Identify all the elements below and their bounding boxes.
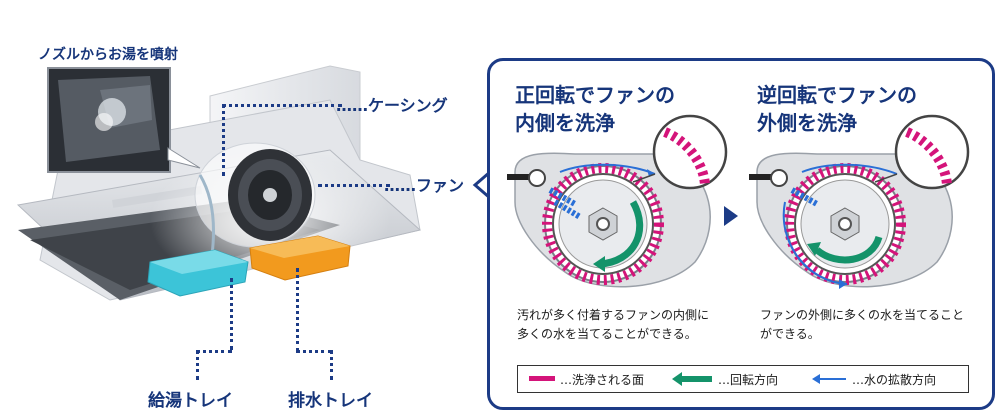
reverse-desc-line1: ファンの外側に多くの水を当てること bbox=[760, 308, 965, 322]
legend-spray: …水の拡散方向 bbox=[852, 373, 937, 387]
legend-box bbox=[517, 365, 969, 393]
next-arrow bbox=[724, 206, 738, 226]
supply-leader-v bbox=[230, 278, 233, 350]
reverse-desc-line2: ができる。 bbox=[760, 327, 820, 341]
range-hood-illustration bbox=[16, 65, 422, 301]
legend-rotation: …回転方向 bbox=[718, 373, 779, 387]
supply-leader-v2 bbox=[196, 350, 199, 380]
forward-rotation-diagram bbox=[507, 114, 728, 288]
reverse-rotation-diagram bbox=[749, 114, 970, 289]
drain-leader-v bbox=[296, 268, 299, 352]
reverse-title-line2: 外側を洗浄 bbox=[757, 111, 857, 135]
water-pipe bbox=[198, 174, 216, 256]
panel-pointer bbox=[472, 170, 491, 200]
casing-label: ……ケーシング bbox=[336, 96, 448, 115]
fan-label: ……ファン bbox=[384, 176, 465, 195]
fan-wheel bbox=[228, 149, 312, 241]
casing-leader-h bbox=[222, 104, 342, 107]
fan-leader-h bbox=[318, 184, 390, 187]
reverse-title-line1: 逆回転でファンの bbox=[757, 83, 917, 107]
drain-tray-label: 排水トレイ bbox=[288, 391, 373, 411]
forward-title-line1: 正回転でファンの bbox=[515, 83, 675, 107]
nozzle-caption: ノズルからお湯を噴射 bbox=[38, 47, 178, 63]
legend-magenta-swatch bbox=[529, 376, 555, 381]
drain-leader-h bbox=[296, 350, 332, 353]
legend-washed-surface: …洗浄される面 bbox=[560, 373, 645, 387]
legend-green-arrow bbox=[672, 372, 712, 386]
supply-tray-label: 給湯トレイ bbox=[148, 391, 233, 411]
drain-leader-v2 bbox=[330, 350, 333, 380]
legend-blue-arrow bbox=[812, 374, 846, 384]
forward-desc-line2: 多くの水を当てることができる。 bbox=[517, 327, 697, 341]
forward-title-line2: 内側を洗浄 bbox=[515, 111, 615, 135]
supply-leader-h bbox=[196, 350, 232, 353]
forward-desc-line1: 汚れが多く付着するファンの内側に bbox=[517, 308, 710, 322]
casing-leader-v bbox=[222, 104, 225, 176]
